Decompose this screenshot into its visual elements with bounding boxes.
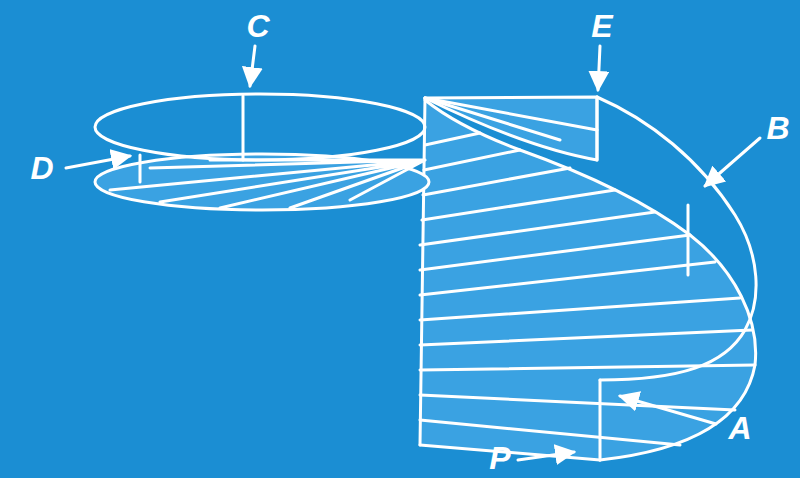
callout-letter: E — [591, 10, 612, 42]
callout-letter: P — [489, 442, 510, 474]
callout-letter: A — [728, 412, 751, 444]
callout-letter: B — [766, 112, 789, 144]
callout-letter: C — [246, 10, 269, 42]
callout-letter: D — [30, 152, 53, 184]
